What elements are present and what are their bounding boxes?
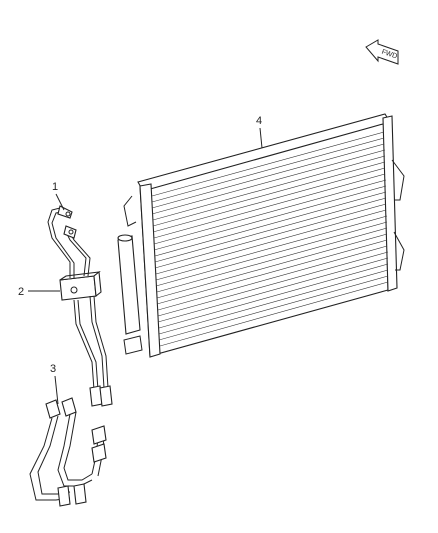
condenser-fins <box>151 131 389 347</box>
callout-2-label: 2 <box>18 286 24 298</box>
callout-4-label: 4 <box>256 115 262 127</box>
callout-1: 1 <box>52 181 65 211</box>
forward-arrow-label: FWD <box>381 49 398 61</box>
cooler-hose-assembly-icon <box>29 397 107 507</box>
callout-1-label: 1 <box>52 181 58 193</box>
callout-2: 2 <box>18 286 60 298</box>
callout-3-label: 3 <box>50 363 56 375</box>
oil-cooler-lines-icon <box>47 205 113 407</box>
callout-3: 3 <box>50 363 59 405</box>
callout-4: 4 <box>256 115 263 149</box>
line-connector-block-icon <box>59 270 102 301</box>
forward-arrow-icon: FWD <box>365 39 399 65</box>
condenser-radiator-icon <box>117 113 405 358</box>
